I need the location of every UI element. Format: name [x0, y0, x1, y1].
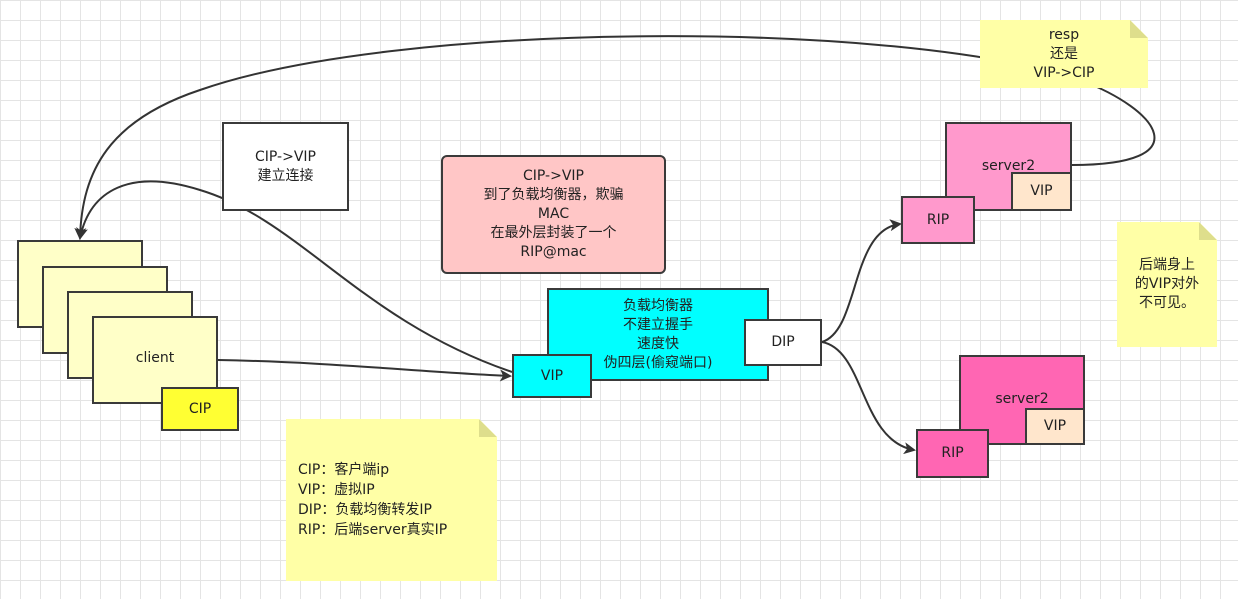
legend-line-rip: RIP：后端server真实IP [298, 522, 448, 538]
server-bottom-rip: RIP [916, 429, 989, 478]
server-bottom-rip-label: RIP [941, 445, 964, 461]
server-top-rip: RIP [901, 196, 975, 244]
load-balancer-dip: DIP [744, 319, 822, 366]
note-fold-icon [1199, 222, 1217, 240]
note-cip-vip-connect: CIP->VIP 建立连接 [222, 122, 349, 211]
legend-line-cip: CIP：客户端ip [298, 462, 390, 478]
server-top-vip: VIP [1011, 172, 1072, 211]
note-resp: resp 还是 VIP->CIP [980, 20, 1148, 88]
server-top-label: server2 [981, 158, 1036, 174]
server-top-vip-label: VIP [1030, 183, 1053, 199]
load-balancer-dip-label: DIP [771, 334, 795, 350]
note-lb-arrive: CIP->VIP 到了负载均衡器，欺骗 MAC 在最外层封装了一个 RIP@ma… [441, 155, 666, 274]
note-resp-text: resp 还是 VIP->CIP [1033, 26, 1095, 81]
server-top-rip-label: RIP [926, 211, 950, 228]
client-cip-label: CIP [188, 400, 212, 417]
edge-dip-to-rip-bottom [821, 341, 916, 455]
legend-line-dip: DIP：负载均衡转发IP [298, 502, 432, 518]
note-cip-vip-text: CIP->VIP 建立连接 [255, 148, 316, 184]
note-fold-icon [479, 419, 497, 437]
load-balancer-label: 负载均衡器 不建立握手 速度快 伪四层(偷窥端口) [603, 297, 713, 371]
server-bottom-vip-label: VIP [1043, 418, 1067, 434]
note-lb-arrive-text: CIP->VIP 到了负载均衡器，欺骗 MAC 在最外层封装了一个 RIP@ma… [483, 168, 624, 260]
client-cip-badge: CIP [161, 387, 239, 431]
server-bottom-vip: VIP [1025, 408, 1085, 445]
note-backend-vip: 后端身上 的VIP对外 不可见。 [1117, 222, 1217, 347]
legend-lines: CIP：客户端ip VIP：虚拟IP DIP：负载均衡转发IP RIP：后端se… [298, 460, 447, 540]
client-label: client [135, 349, 175, 366]
edge-client-to-vip [217, 359, 512, 382]
legend-line-vip: VIP：虚拟IP [298, 482, 375, 498]
note-legend: CIP：客户端ip VIP：虚拟IP DIP：负载均衡转发IP RIP：后端se… [286, 419, 497, 581]
load-balancer-vip: VIP [512, 354, 592, 398]
note-backend-text: 后端身上 的VIP对外 不可见。 [1134, 257, 1200, 311]
edge-dip-to-rip-top [821, 219, 902, 343]
server-bottom-label: server2 [995, 391, 1049, 407]
load-balancer-vip-label: VIP [540, 367, 564, 384]
note-fold-icon [1130, 20, 1148, 38]
